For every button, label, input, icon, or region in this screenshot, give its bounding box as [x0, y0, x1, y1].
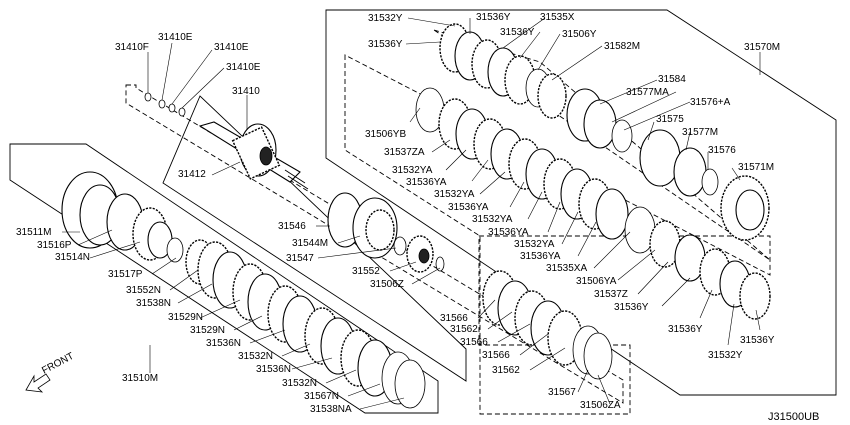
label-31410E-a: 31410E	[158, 32, 193, 43]
label-31532N-a: 31532N	[238, 351, 273, 362]
label-31538NA: 31538NA	[310, 404, 352, 415]
label-31536Y-f: 31536Y	[740, 335, 775, 346]
label-31410: 31410	[232, 86, 260, 97]
frame-clutch-dashed	[344, 54, 771, 415]
label-31532YA-d: 31532YA	[514, 239, 555, 250]
frame-31410	[162, 95, 467, 382]
ring-31410E-c	[178, 107, 186, 117]
label-31577MA: 31577MA	[626, 87, 669, 98]
label-31562-a: 31562	[450, 324, 478, 335]
label-31532YA-c: 31532YA	[472, 214, 513, 225]
label-31536N-a: 31536N	[206, 338, 241, 349]
label-31536YA-d: 31536YA	[520, 251, 561, 262]
label-31567: 31567	[548, 387, 576, 398]
label-31532YA-b: 31532YA	[434, 189, 475, 200]
label-31536Y-b: 31536Y	[500, 27, 535, 38]
label-31529N-b: 31529N	[190, 325, 225, 336]
label-31584: 31584	[658, 74, 686, 85]
label-31532N-b: 31532N	[282, 378, 317, 389]
diagram-code: J31500UB	[768, 411, 819, 423]
label-31536Y-d: 31536Y	[614, 302, 649, 313]
label-31412: 31412	[178, 169, 206, 180]
label-31536Y-e: 31536Y	[668, 324, 703, 335]
label-31567N: 31567N	[304, 391, 339, 402]
label-31536Y-a: 31536Y	[476, 12, 511, 23]
label-31532YA-a: 31532YA	[392, 165, 433, 176]
label-31511M: 31511M	[16, 227, 51, 238]
label-31506ZA: 31506ZA	[580, 400, 621, 411]
label-31537ZA: 31537ZA	[384, 147, 425, 158]
label-31506YB: 31506YB	[365, 129, 406, 140]
label-31552: 31552	[352, 266, 380, 277]
label-31510M: 31510M	[122, 373, 158, 384]
label-31529N-a: 31529N	[168, 312, 203, 323]
label-31576: 31576	[708, 145, 736, 156]
label-31536YA-b: 31536YA	[448, 202, 489, 213]
label-31506YA: 31506YA	[576, 276, 617, 287]
drum-31511M	[61, 171, 215, 285]
plates-31570M-long	[415, 87, 771, 320]
label-31571M: 31571M	[738, 162, 774, 173]
label-31538N: 31538N	[136, 298, 171, 309]
frame-31510M	[9, 143, 439, 414]
shaft-31410	[198, 121, 309, 190]
label-31575: 31575	[656, 114, 684, 125]
label-31410E-b: 31410E	[214, 42, 249, 53]
label-31535XA: 31535XA	[546, 263, 587, 274]
front-arrow-icon	[25, 373, 51, 393]
label-31566-a: 31566	[440, 313, 468, 324]
front-label: FRONT	[40, 351, 76, 377]
label-31514N: 31514N	[55, 252, 90, 263]
label-31410E-c: 31410E	[226, 62, 261, 73]
label-31566-c: 31566	[482, 350, 510, 361]
label-31506Y: 31506Y	[562, 29, 597, 40]
ring-31410E-a	[158, 99, 166, 109]
assembly-31544M	[327, 192, 445, 273]
plates-31570M-top	[439, 23, 770, 241]
label-31547: 31547	[286, 253, 314, 264]
label-31570M: 31570M	[744, 42, 780, 53]
group-leaders	[62, 17, 761, 410]
label-31535X: 31535X	[540, 12, 575, 23]
plates-31562	[482, 270, 613, 380]
label-31516P: 31516P	[37, 240, 72, 251]
label-31544M: 31544M	[292, 238, 328, 249]
label-31582M: 31582M	[604, 41, 640, 52]
frame-31570M	[325, 9, 837, 396]
label-31546: 31546	[278, 221, 306, 232]
label-31562-b: 31562	[492, 365, 520, 376]
label-31517P: 31517P	[108, 269, 143, 280]
label-31536YA-c: 31536YA	[488, 227, 529, 238]
label-31532Y-a: 31532Y	[368, 13, 403, 24]
ring-31410E-b	[168, 103, 176, 113]
label-31576A: 31576+A	[690, 97, 731, 108]
label-31410F: 31410F	[115, 42, 149, 53]
label-31506Z: 31506Z	[370, 279, 404, 290]
label-31552N: 31552N	[126, 285, 161, 296]
label-31532Y-b: 31532Y	[708, 350, 743, 361]
frame-31500-dashed	[125, 84, 624, 404]
label-31536N-b: 31536N	[256, 364, 291, 375]
plates-31510M	[197, 241, 426, 409]
label-31536Y-c: 31536Y	[368, 39, 403, 50]
label-31566-b: 31566	[460, 337, 488, 348]
label-31536YA-a: 31536YA	[406, 177, 447, 188]
label-31537Z: 31537Z	[594, 289, 628, 300]
label-31577M: 31577M	[682, 127, 718, 138]
group-labels: 31410F 31410E 31410E 31410E 31410 31412 …	[16, 12, 819, 423]
ring-31410F	[144, 92, 152, 102]
group-parts	[61, 23, 771, 409]
